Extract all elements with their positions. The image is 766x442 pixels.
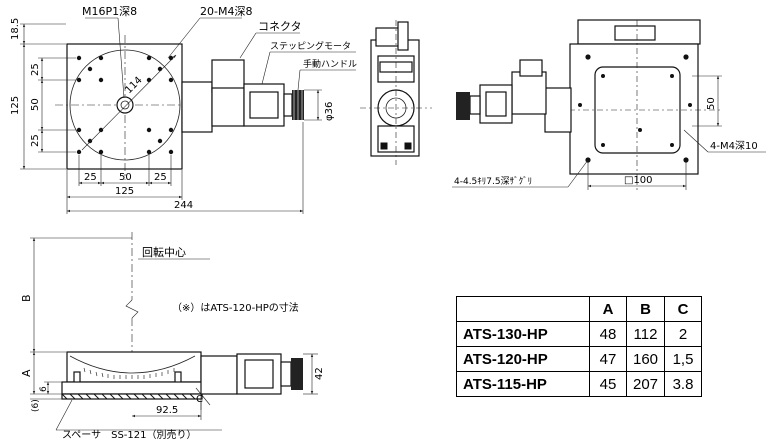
table-row: ATS-115-HP 45 207 3.8: [456, 371, 703, 397]
table-row: ATS-130-HP 48 112 2: [456, 321, 703, 347]
dim-125-h: 125: [115, 186, 134, 197]
dim-50-h: 50: [119, 172, 132, 183]
label-counterbore: 4-4.5ｷﾘ7.5深ｻﾞｸﾞﾘ: [454, 176, 532, 187]
model-cell: ATS-120-HP: [456, 346, 590, 372]
b-cell: 160: [625, 346, 666, 372]
header-model: [456, 296, 590, 322]
dim-42: 42: [314, 367, 325, 380]
dim-50-back: 50: [706, 97, 717, 110]
center-hole: [116, 96, 134, 114]
a-cell: 48: [589, 321, 627, 347]
dim-244: 244: [174, 200, 193, 211]
dim-92-5: 92.5: [156, 405, 178, 416]
c-cell: 3.8: [664, 371, 703, 397]
label-m16: M16P1深8: [82, 5, 137, 18]
model-cell: ATS-115-HP: [456, 371, 590, 397]
label-handle: 手動ハンドル: [303, 58, 357, 70]
header-c: C: [664, 296, 703, 322]
spec-table: A B C ATS-130-HP 48 112 2 ATS-120-HP 47 …: [456, 296, 703, 397]
dim-6-paren: (6): [31, 399, 41, 412]
bottom-pocket: [594, 66, 681, 154]
dim-25-top: 25: [30, 63, 41, 76]
dim-sq100: □100: [624, 175, 653, 186]
label-m4: 20-M4深8: [200, 5, 252, 18]
spec-table-header: A B C: [456, 296, 703, 322]
b-cell: 112: [625, 321, 666, 347]
motor-body: [211, 87, 245, 127]
model-cell: ATS-130-HP: [456, 321, 590, 347]
label-4m4: 4-M4深10: [710, 140, 758, 152]
header-b: B: [625, 296, 666, 322]
dim-25-a: 25: [84, 172, 97, 183]
dim-6: 6: [39, 386, 49, 392]
label-rotation-center: 回転中心: [142, 246, 186, 259]
label-connector: コネクタ: [258, 20, 302, 33]
motor-flange: [181, 81, 213, 133]
connector-box: [211, 59, 245, 93]
a-cell: 45: [589, 371, 627, 397]
dim-25-bot: 25: [30, 134, 41, 147]
dim-a: A: [20, 369, 33, 377]
dim-c: C: [196, 394, 203, 405]
table-row: ATS-120-HP 47 160 1,5: [456, 346, 703, 372]
a-cell: 47: [589, 346, 627, 372]
top-view: 114 M16P1深8 20-M4深8 コネクタ ステッピングモータ 手動ハンド…: [10, 5, 357, 214]
label-motor: ステッピングモータ: [270, 40, 351, 52]
header-a: A: [589, 296, 627, 322]
back-view: 50 4-M4深10 4-4.5ｷﾘ7.5深ｻﾞｸﾞﾘ □100: [452, 19, 766, 190]
side-view: 回転中心 （※）はATS-120-HPの寸法: [20, 232, 325, 441]
dim-18-5: 18.5: [10, 18, 21, 40]
dim-phi36: φ36: [324, 102, 335, 121]
b-cell: 207: [625, 371, 666, 397]
dim-25-b: 25: [154, 172, 167, 183]
c-cell: 1,5: [664, 346, 703, 372]
dim-50-v: 50: [30, 98, 41, 111]
note-ats120: （※）はATS-120-HPの寸法: [172, 301, 299, 314]
dim-b: B: [20, 294, 33, 302]
m4-holes: [76, 55, 174, 155]
label-spacer: スペーサ SS-121（別売り）: [62, 428, 197, 441]
front-view: [360, 20, 432, 165]
c-cell: 2: [664, 321, 703, 347]
dim-125-v: 125: [10, 96, 21, 115]
